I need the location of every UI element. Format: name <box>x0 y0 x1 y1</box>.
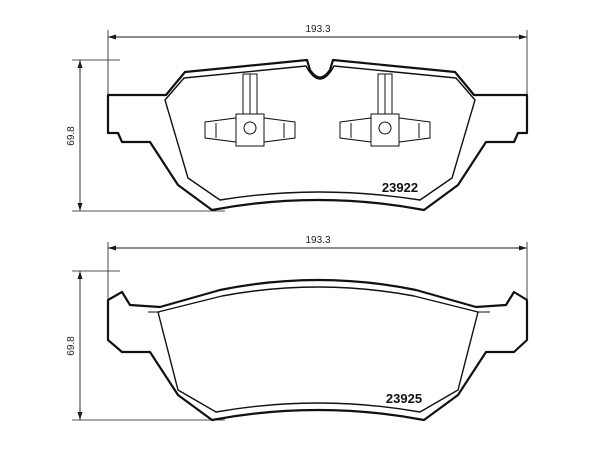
pad-top-friction-outline <box>164 65 476 201</box>
pad-bottom-height-dimension: 69.8 <box>66 270 225 421</box>
pad-top-part-number: 23922 <box>382 180 418 195</box>
pad-top-width-dimension: 193.3 <box>107 24 528 95</box>
pad-top-height-label: 69.8 <box>66 126 77 146</box>
pad-bottom-part-number: 23925 <box>386 391 422 406</box>
pad-top-outline <box>106 58 529 212</box>
pad-bottom-width-label: 193.3 <box>305 235 330 246</box>
pad-bottom-group: 193.3 69.8 23925 <box>66 235 529 422</box>
pad-bottom-width-dimension: 193.3 <box>107 235 528 300</box>
pad-bottom-height-label: 69.8 <box>66 336 77 356</box>
pad-top-width-label: 193.3 <box>305 24 330 35</box>
pad-top-height-dimension: 69.8 <box>66 59 225 212</box>
pad-top-left-clip <box>204 73 296 147</box>
pad-top-group: 193.3 69.8 <box>66 24 529 212</box>
pad-bottom-outline <box>106 278 529 422</box>
pad-bottom-friction-outline <box>157 286 479 413</box>
pad-top-right-clip <box>339 73 431 147</box>
